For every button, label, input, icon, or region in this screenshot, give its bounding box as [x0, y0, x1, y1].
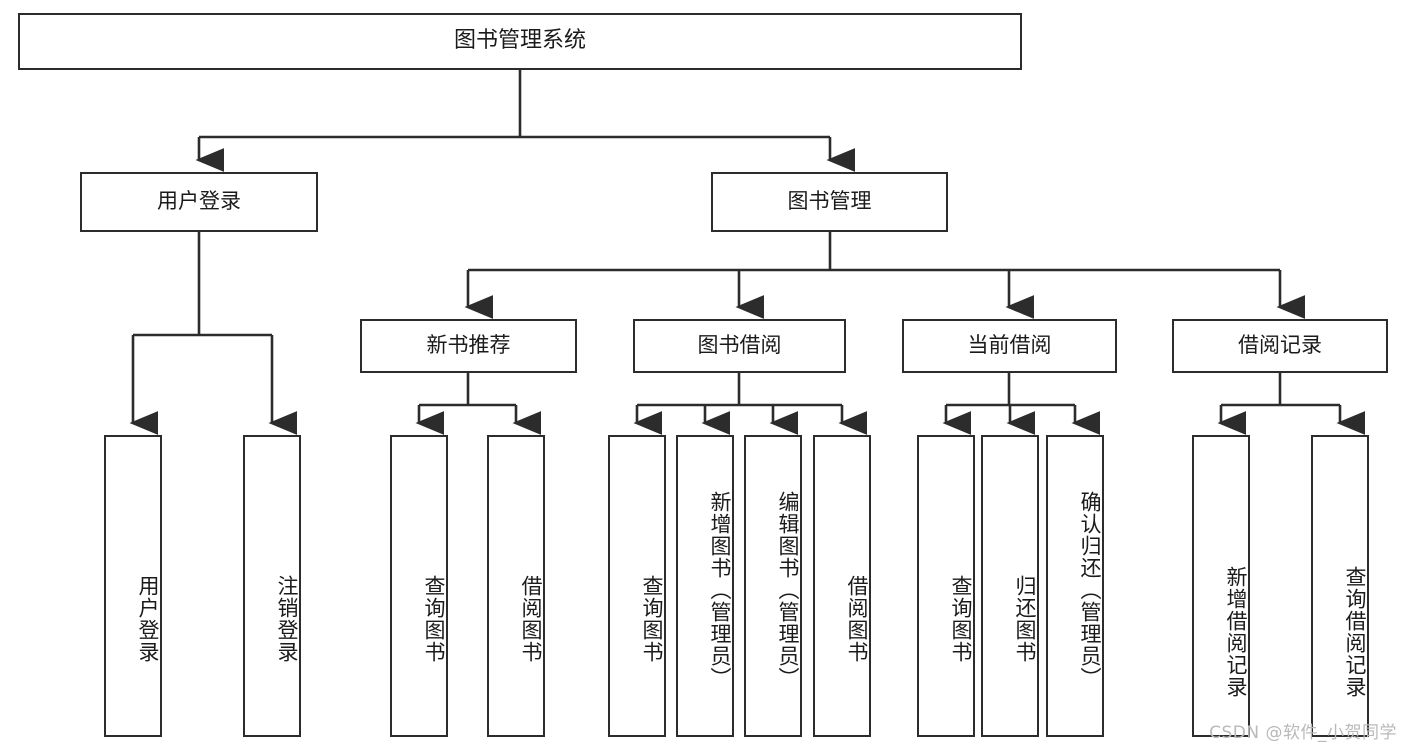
- node-leaf-query-record[interactable]: 查询借阅记录: [1311, 435, 1369, 737]
- node-label: 借阅记录: [1238, 333, 1322, 358]
- node-label: 查询图书: [422, 575, 446, 663]
- node-book-borrow[interactable]: 图书借阅: [633, 319, 846, 373]
- node-leaf-add-book[interactable]: 新增图书（管理员）: [676, 435, 734, 737]
- node-leaf-query-book-rec[interactable]: 查询图书: [390, 435, 448, 737]
- node-label: 借阅图书: [519, 575, 543, 663]
- node-book-manage[interactable]: 图书管理: [711, 172, 948, 232]
- node-leaf-user-login[interactable]: 用户登录: [104, 435, 162, 737]
- node-leaf-add-record[interactable]: 新增借阅记录: [1192, 435, 1250, 737]
- node-leaf-query-book-cur[interactable]: 查询图书: [917, 435, 975, 737]
- watermark-text: CSDN @软件_小贺同学: [1209, 723, 1397, 743]
- node-borrow-record[interactable]: 借阅记录: [1172, 319, 1388, 373]
- node-label: 注销登录: [275, 575, 299, 663]
- node-label: 确认归还（管理员）: [1078, 491, 1102, 689]
- node-label: 新增借阅记录: [1224, 566, 1248, 698]
- node-user-login[interactable]: 用户登录: [80, 172, 318, 232]
- node-label: 归还图书: [1013, 575, 1037, 663]
- node-label: 图书借阅: [697, 333, 782, 358]
- node-label: 用户登录: [136, 575, 160, 663]
- node-leaf-query-book-borrow[interactable]: 查询图书: [608, 435, 666, 737]
- node-leaf-borrow-book[interactable]: 借阅图书: [813, 435, 871, 737]
- node-leaf-edit-book[interactable]: 编辑图书（管理员）: [744, 435, 802, 737]
- node-label: 新书推荐: [426, 333, 511, 358]
- node-leaf-return-book[interactable]: 归还图书: [981, 435, 1039, 737]
- node-label: 编辑图书（管理员）: [776, 491, 800, 689]
- node-label: 图书管理系统: [453, 28, 586, 54]
- node-label: 查询图书: [949, 575, 973, 663]
- node-label: 图书管理: [787, 189, 872, 214]
- node-label: 当前借阅: [967, 333, 1052, 358]
- node-leaf-logout[interactable]: 注销登录: [243, 435, 301, 737]
- node-label: 用户登录: [157, 189, 241, 214]
- node-new-book-rec[interactable]: 新书推荐: [360, 319, 577, 373]
- node-label: 查询图书: [640, 575, 664, 663]
- node-label: 查询借阅记录: [1343, 566, 1367, 698]
- node-leaf-confirm-return[interactable]: 确认归还（管理员）: [1046, 435, 1104, 737]
- node-label: 新增图书（管理员）: [708, 491, 732, 689]
- node-leaf-borrow-book-rec[interactable]: 借阅图书: [487, 435, 545, 737]
- node-root-system[interactable]: 图书管理系统: [18, 13, 1022, 70]
- node-current-borrow[interactable]: 当前借阅: [902, 319, 1117, 373]
- node-label: 借阅图书: [845, 575, 869, 663]
